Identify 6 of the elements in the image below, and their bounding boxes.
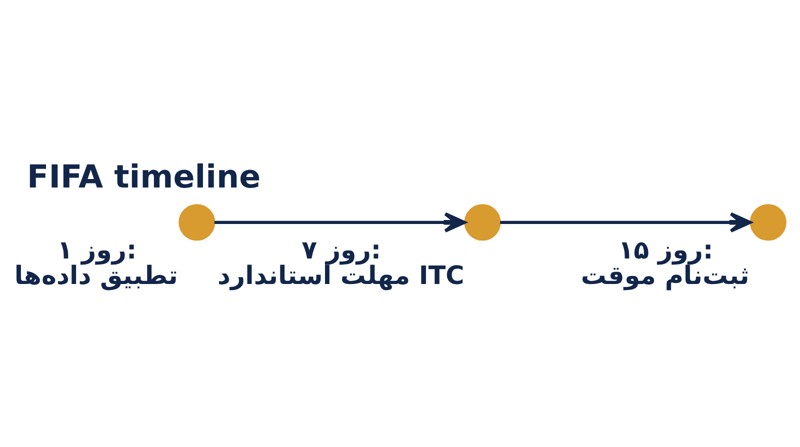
diagram-title: FIFA timeline (27, 159, 261, 195)
arrow (500, 212, 752, 232)
node-circle (750, 204, 786, 240)
node-circle (464, 204, 501, 240)
node-circle (178, 204, 216, 240)
arrow (214, 212, 466, 232)
